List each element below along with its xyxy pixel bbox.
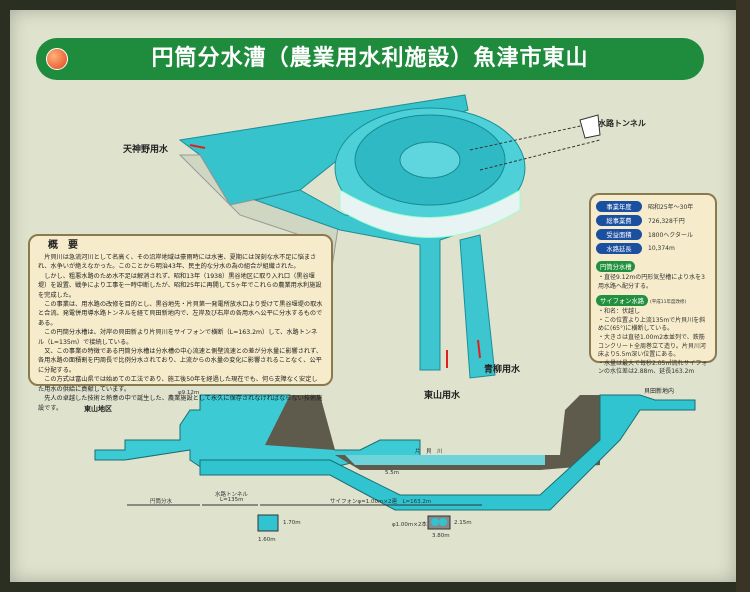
info-row: 総事業費 726,328千円: [596, 215, 710, 226]
sign-title: 円筒分水漕（農業用水利施設）魚津市東山: [36, 38, 704, 80]
label-kaida-area: 貝田新地内: [644, 388, 675, 395]
summary-paragraph: しかし、粗悪水路のため水不足は解消されず、昭和13年（1938）黒谷地区に取り入…: [38, 272, 322, 299]
label-tunnel-span: 水路トンネル: [215, 492, 248, 498]
label-siphon-span: サイフォンφ=1.00m×2連 L=163.2m: [330, 499, 432, 505]
sign-post: [736, 0, 750, 592]
label-tunnel-h: 1.70m: [283, 520, 301, 526]
label-tank-span: 円筒分水: [150, 499, 173, 505]
siphon-heading: サイフォン水路: [596, 295, 649, 307]
label-tenjinno: 天神野用水: [123, 145, 169, 155]
summary-paragraph: この事業は、用水路の改修を目的とし、黒谷地先・片貝第一発電所放水口より受けて黒谷…: [38, 301, 323, 327]
info-label: 受益面積: [596, 229, 642, 240]
title-text: 円筒分水漕（農業用水利施設）魚津市東山: [151, 46, 589, 71]
label-pipe: φ1.00m×2本: [392, 522, 427, 528]
summary-paragraph: 片貝川は急流河川として名高く、その沿岸地域は豪雨時には水害、夏期には深刻な水不足…: [38, 254, 317, 271]
summary-box: 概 要 片貝川は急流河川として名高く、その沿岸地域は豪雨時には水害、夏期には深刻…: [28, 234, 333, 412]
siphon-note: ・大きさは直径1.00m2本並列で、鉄筋コンクリート全周巻立て造り。片貝川河床よ…: [598, 333, 706, 359]
label-higashiyama: 東山用水: [424, 391, 461, 401]
info-value: 1800ヘクタール: [648, 232, 694, 239]
info-row: 事業年度昭和25年～30年: [596, 201, 710, 212]
tank-heading: 円筒分水槽: [596, 261, 636, 272]
label-tunnel-w: 1.60m: [258, 537, 276, 543]
summary-paragraph: 先人の卓越した技術と熱意の中で誕生した、農業施設として永久に保存されなければなら…: [38, 395, 323, 412]
tank-diagram: [178, 94, 601, 379]
info-value: 10,374m: [648, 245, 675, 252]
siphon-note: ・この位置より上流135mで片貝川を斜めに(65°)に横断している。: [598, 316, 706, 333]
label-river: 片 貝 川: [415, 449, 443, 455]
tank-note: ・直径9.12mの円形気型槽により水を3用水路へ配分する。: [598, 274, 705, 290]
info-row: 水路延長 10,374m: [596, 243, 710, 254]
summary-paragraph: この方式は富山県では始めての工法であり、施工後50年を経過した現在でも、何ら支障…: [38, 376, 318, 393]
siphon-note: ・和名：伏越し: [598, 308, 641, 316]
info-row: 受益面積 1800ヘクタール: [596, 229, 710, 240]
info-label: 総事業費: [596, 215, 642, 226]
label-diameter: φ9.12m: [178, 390, 200, 396]
label-aoyagi: 青柳用水: [484, 365, 521, 375]
cross-section: [94, 394, 696, 532]
info-box: 事業年度昭和25年～30年 総事業費 726,328千円 受益面積 1800ヘクター…: [589, 193, 717, 375]
label-depth: 5.5m: [385, 470, 400, 476]
siphon-note: ・水量は最大で毎秒2.05㎥流れサイフォンの水位差は2.88m、延長163.2m: [598, 359, 708, 376]
summary-paragraph: この円筒分水槽は、対岸の貝田新より片貝川をサイフォンで横断（L=163.2m）し…: [38, 329, 318, 346]
siphon-sub: (平成11年度改修): [650, 300, 687, 306]
info-label: 水路延長: [596, 243, 642, 254]
label-pipe-w: 3.80m: [432, 533, 450, 539]
info-value: 昭和25年～30年: [648, 204, 694, 211]
summary-paragraph: 又、この事業の特徴である円筒分水槽は分水槽の中心流速と側壁流速との差が分水量に影…: [38, 348, 323, 374]
title-dot-icon: [46, 48, 68, 70]
info-label: 事業年度: [596, 201, 642, 212]
info-value: 726,328千円: [648, 218, 685, 225]
label-tunnel-len: L=135m: [220, 497, 244, 503]
label-pipe-h: 2.15m: [454, 520, 472, 526]
label-tunnel: 水路トンネル: [598, 119, 646, 128]
label-higashiyama-area: 東山地区: [84, 405, 112, 413]
summary-heading: 概 要: [48, 240, 78, 251]
